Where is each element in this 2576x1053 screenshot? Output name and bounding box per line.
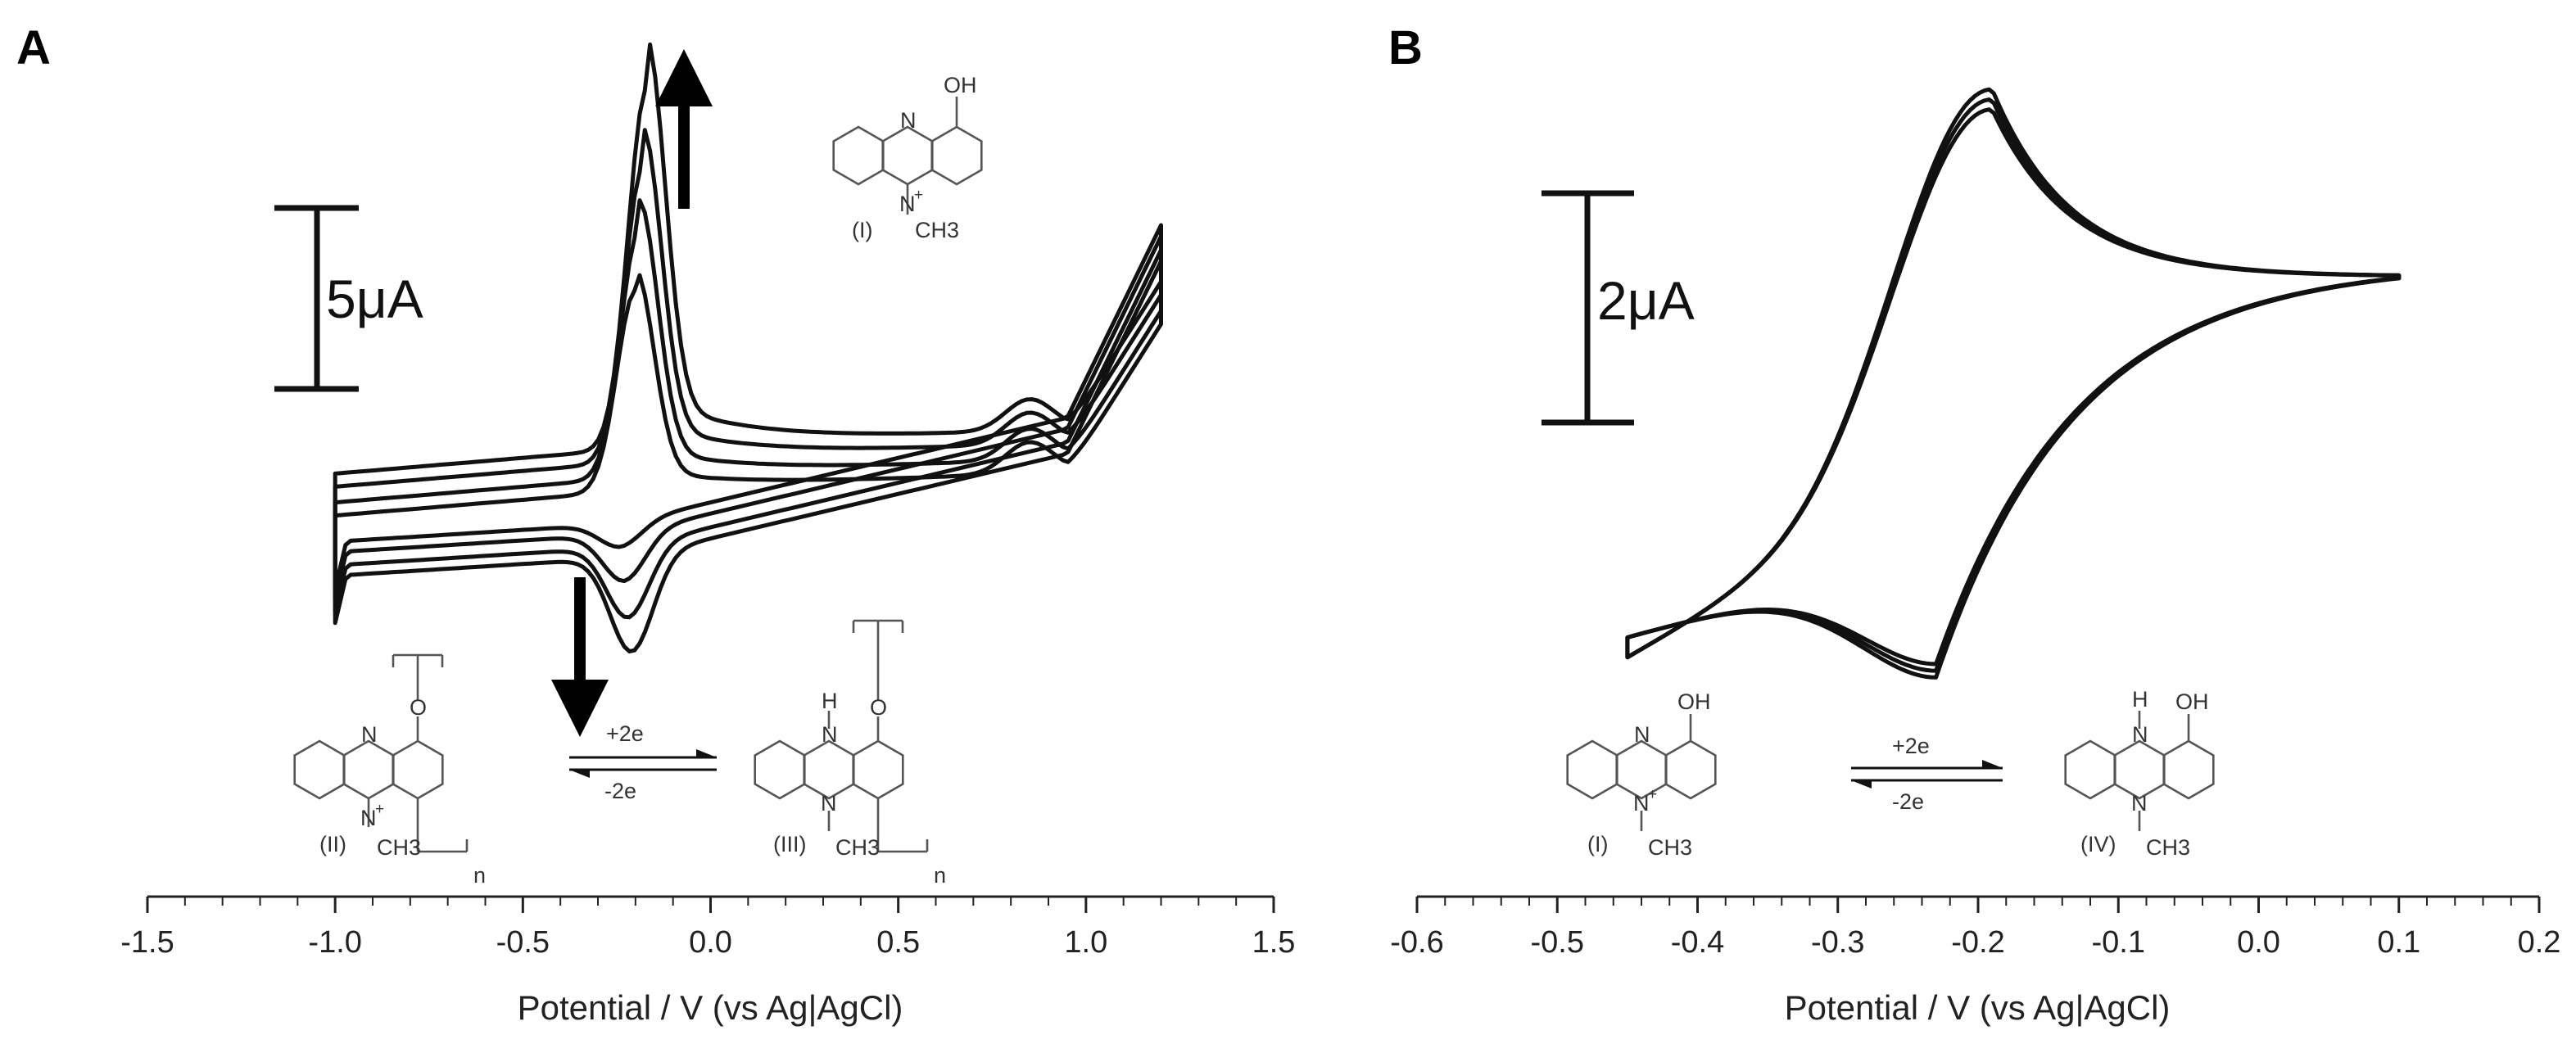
cv-curve-a-3 xyxy=(333,198,1163,620)
x-tick-label: 0.5 xyxy=(876,925,920,960)
reverse-electrons-label: -2e xyxy=(604,779,636,803)
methyl-label: CH3 xyxy=(835,835,880,860)
repeat-unit-label: n xyxy=(934,863,946,888)
methyl-label: CH3 xyxy=(2146,835,2190,860)
methyl-nitrogen-label: N xyxy=(1633,791,1650,816)
svg-text:+: + xyxy=(375,801,384,818)
hydroxyl-label: OH xyxy=(944,73,977,97)
scale-bar-a-label: 5μA xyxy=(326,269,423,329)
arrow-up-icon xyxy=(655,49,713,209)
forward-electrons-label: +2e xyxy=(606,721,644,746)
x-tick-label: 1.0 xyxy=(1064,925,1107,960)
methyl-nitrogen-label: N xyxy=(899,192,916,216)
x-tick-label: -0.1 xyxy=(2092,925,2145,960)
x-tick-label: 0.2 xyxy=(2518,925,2561,960)
hydroxyl-label: OH xyxy=(2175,689,2209,714)
equilibrium-arrows-a: +2e -2e xyxy=(569,721,717,803)
scale-bar-b: 2μA xyxy=(1542,190,1695,426)
molecule-iii: O H N N CH3 (III) n xyxy=(754,619,946,888)
panel-b: B 2μA OH N N + CH3 (I) +2e xyxy=(1388,21,2560,1027)
methyl-nitrogen-label: N xyxy=(2131,791,2148,816)
molecule-iv: OH H N N CH3 (IV) xyxy=(2064,687,2215,860)
cv-curve-b-2 xyxy=(1625,97,2402,673)
svg-text:+: + xyxy=(1648,786,1657,803)
methyl-nitrogen-label: N xyxy=(821,791,837,816)
x-axis-label-b: Potential / V (vs Ag|AgCl) xyxy=(1785,988,2171,1027)
panel-b-label: B xyxy=(1388,21,1423,75)
compound-iii-label: (III) xyxy=(773,832,807,856)
cv-curves-b xyxy=(1625,87,2402,680)
x-tick-label: 1.5 xyxy=(1252,925,1296,960)
x-tick-label: -0.2 xyxy=(1951,925,2004,960)
cv-curve-a-1 xyxy=(333,42,1163,591)
nitrogen-label: N xyxy=(1634,722,1650,747)
x-tick-label: -0.5 xyxy=(496,925,550,960)
panel-a-label: A xyxy=(16,21,51,75)
compound-ii-label: (II) xyxy=(319,832,346,856)
repeat-unit-label: n xyxy=(473,863,486,888)
compound-iv-label: (IV) xyxy=(2080,832,2116,856)
scale-bar-b-label: 2μA xyxy=(1597,270,1695,331)
nitrogen-label: N xyxy=(900,108,917,133)
molecule-ii: O N N + CH3 (II) n xyxy=(293,653,486,888)
x-tick-label: -1.5 xyxy=(120,925,174,960)
oxygen-label: O xyxy=(870,695,887,720)
oxygen-label: O xyxy=(410,695,427,720)
nitrogen-label: N xyxy=(361,722,378,747)
x-tick-label: 0.0 xyxy=(2237,925,2280,960)
panel-a: A 5μA OH N N + CH3 xyxy=(16,21,1295,1027)
x-tick-label: -0.6 xyxy=(1390,925,1443,960)
molecule-i-b: OH N N + CH3 (I) xyxy=(1566,689,1717,860)
x-tick-label: 0.0 xyxy=(689,925,732,960)
hydrogen-label: H xyxy=(2132,687,2148,712)
cv-curves-a xyxy=(333,42,1163,653)
svg-text:+: + xyxy=(914,187,923,204)
methyl-label: CH3 xyxy=(377,835,421,860)
x-tick-label: -0.4 xyxy=(1671,925,1724,960)
x-axis-label-a: Potential / V (vs Ag|AgCl) xyxy=(518,988,903,1027)
cv-curve-b-1 xyxy=(1625,87,2402,680)
methyl-nitrogen-label: N xyxy=(360,806,377,830)
hydrogen-label: H xyxy=(822,689,838,713)
x-tick-label: -1.0 xyxy=(308,925,361,960)
compound-i-label: (I) xyxy=(1587,832,1608,856)
methyl-label: CH3 xyxy=(1648,835,1692,860)
x-axis-b: -0.6 -0.5 -0.4 -0.3 -0.2 -0.1 0.0 0.1 0.2 xyxy=(1390,895,2561,960)
x-tick-label: -0.5 xyxy=(1531,925,1584,960)
scale-bar-a: 5μA xyxy=(274,205,423,392)
cv-curve-b-3 xyxy=(1625,107,2402,667)
hydroxyl-label: OH xyxy=(1677,689,1711,714)
x-tick-label: -0.3 xyxy=(1811,925,1864,960)
nitrogen-label: N xyxy=(822,722,838,747)
molecule-i-a: OH N N + CH3 (I) xyxy=(832,73,983,242)
arrow-down-icon xyxy=(551,577,609,737)
x-axis-a: -1.5 -1.0 -0.5 0.0 0.5 1.0 1.5 xyxy=(120,895,1296,960)
nitrogen-label: N xyxy=(2132,722,2148,747)
x-tick-label: 0.1 xyxy=(2377,925,2420,960)
forward-electrons-label: +2e xyxy=(1892,734,1930,758)
compound-i-label: (I) xyxy=(852,218,872,242)
methyl-label: CH3 xyxy=(915,218,959,242)
reverse-electrons-label: -2e xyxy=(1892,789,1924,814)
equilibrium-arrows-b: +2e -2e xyxy=(1851,734,2003,814)
cv-curve-a-4 xyxy=(333,259,1163,653)
